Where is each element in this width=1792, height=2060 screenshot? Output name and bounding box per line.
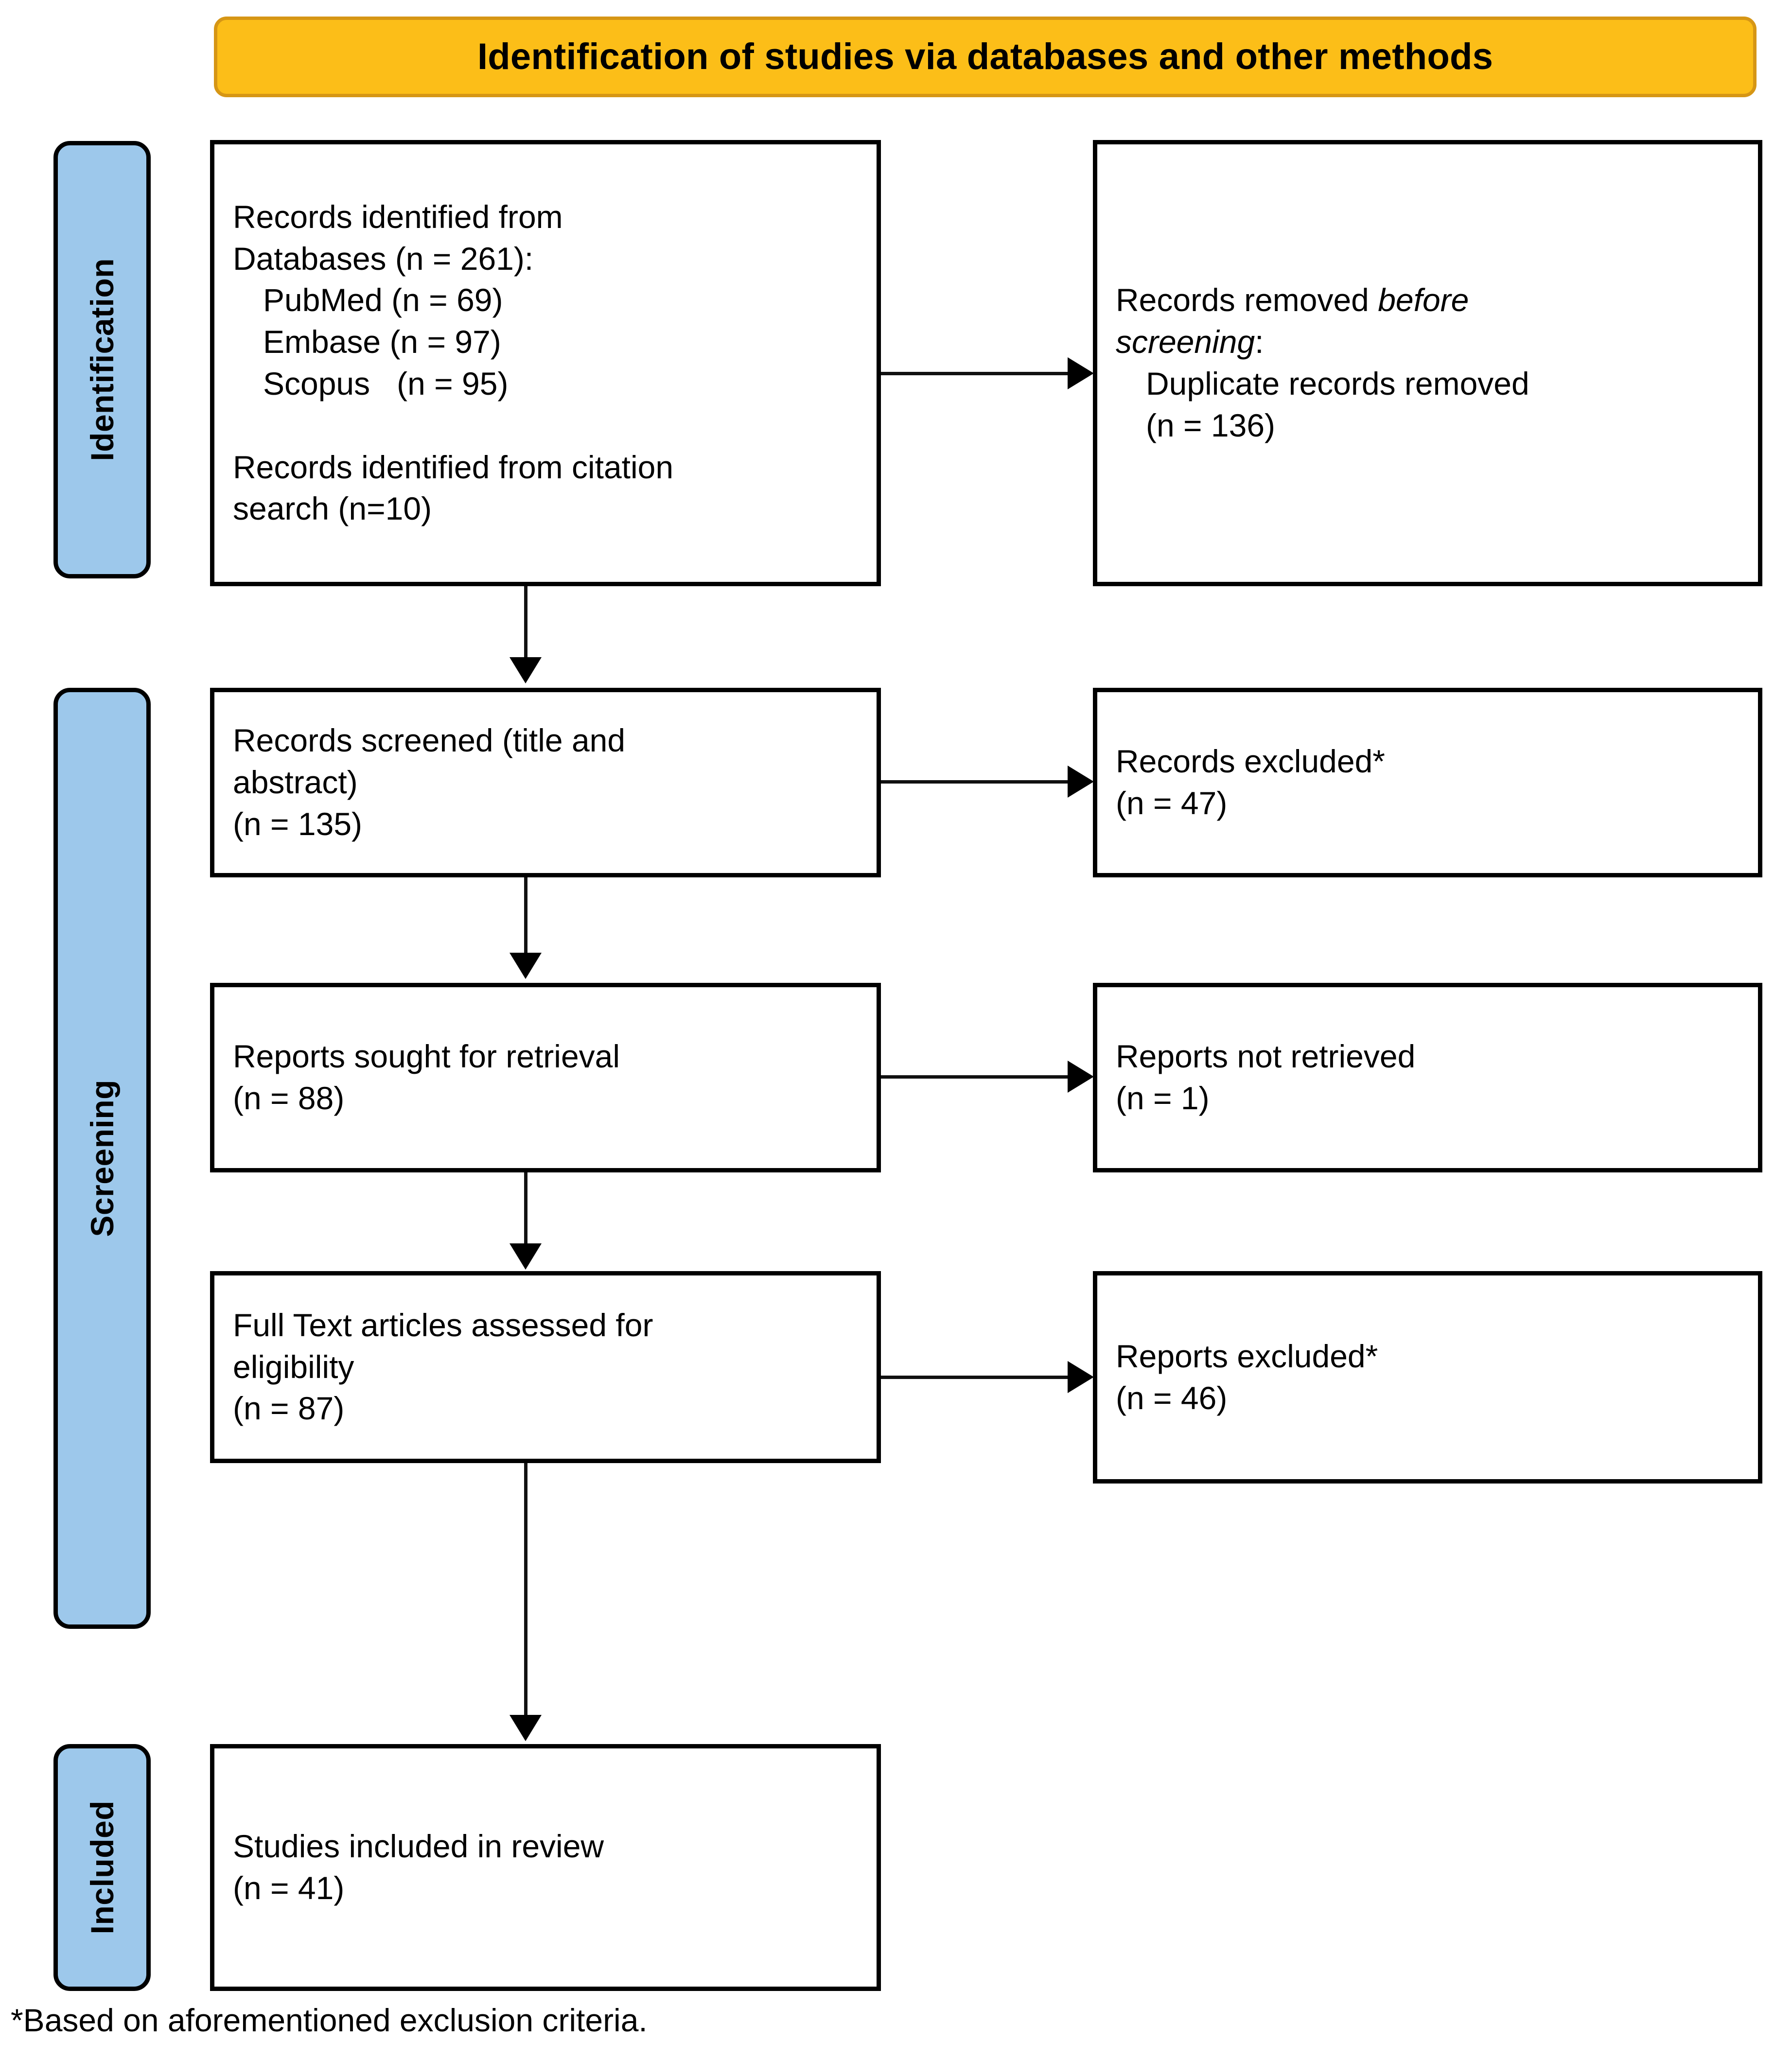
studies-included-line-1: Studies included in review [233, 1828, 604, 1865]
box-reports-excluded: Reports excluded* (n = 46) [1093, 1271, 1762, 1484]
connector-sought-to-fulltext [524, 1172, 527, 1245]
reports-sought-line-1: Reports sought for retrieval [233, 1038, 620, 1075]
box-records-identified: Records identified from Databases (n = 2… [210, 140, 881, 586]
records-identified-citation-line-1: Records identified from citation [233, 449, 674, 485]
stage-label-included: Included [84, 1800, 120, 1935]
records-identified-pubmed: PubMed (n = 69) [263, 282, 503, 318]
reports-not-retrieved-line-1: Reports not retrieved [1116, 1038, 1416, 1075]
box-reports-sought: Reports sought for retrieval (n = 88) [210, 983, 881, 1172]
records-identified-embase: Embase (n = 97) [263, 324, 501, 360]
records-screened-line-3: (n = 135) [233, 805, 362, 842]
records-removed-line-4: (n = 136) [1146, 407, 1275, 443]
reports-sought-line-2: (n = 88) [233, 1080, 345, 1116]
reports-not-retrieved-line-2: (n = 1) [1116, 1080, 1210, 1116]
arrowhead-fulltext-to-included [509, 1715, 542, 1741]
reports-excluded-line-1: Reports excluded* [1116, 1338, 1378, 1374]
box-records-removed: Records removed before screening: Duplic… [1093, 140, 1762, 586]
arrowhead-fulltext-to-reports-excluded [1068, 1361, 1094, 1393]
studies-included-line-2: (n = 41) [233, 1870, 345, 1906]
reports-excluded-line-2: (n = 46) [1116, 1379, 1228, 1416]
records-identified-line-1: Records identified from [233, 198, 563, 235]
records-removed-italic-before: before [1378, 282, 1469, 318]
records-identified-spacer [233, 405, 858, 447]
stage-bar-identification: Identification [53, 141, 151, 578]
stage-label-screening: Screening [84, 1080, 120, 1237]
connector-screened-to-sought [524, 877, 527, 954]
arrowhead-sought-to-fulltext [509, 1243, 542, 1270]
records-excluded-line-2: (n = 47) [1116, 785, 1228, 821]
footnote-exclusion-criteria: *Based on aforementioned exclusion crite… [11, 2002, 648, 2038]
fulltext-assessed-line-2: eligibility [233, 1348, 354, 1385]
stage-bar-included: Included [53, 1744, 151, 1991]
box-fulltext-assessed: Full Text articles assessed for eligibil… [210, 1271, 881, 1463]
connector-fulltext-to-reports-excluded [881, 1376, 1075, 1379]
records-identified-scopus: Scopus (n = 95) [263, 365, 509, 402]
arrowhead-screened-to-sought [509, 953, 542, 979]
connector-identified-to-screened [524, 586, 527, 659]
connector-identified-to-removed [881, 372, 1075, 375]
arrowhead-identified-to-screened [509, 657, 542, 683]
box-studies-included: Studies included in review (n = 41) [210, 1744, 881, 1991]
box-reports-not-retrieved: Reports not retrieved (n = 1) [1093, 983, 1762, 1172]
records-screened-line-2: abstract) [233, 764, 358, 801]
records-removed-line-1: Records removed before [1116, 279, 1739, 321]
records-excluded-line-1: Records excluded* [1116, 743, 1385, 780]
fulltext-assessed-line-1: Full Text articles assessed for [233, 1307, 653, 1343]
fulltext-assessed-line-3: (n = 87) [233, 1390, 345, 1427]
records-identified-line-2: Databases (n = 261): [233, 240, 534, 277]
records-removed-italic-screening: screening [1116, 324, 1255, 360]
connector-fulltext-to-included [524, 1463, 527, 1717]
connector-screened-to-excluded [881, 780, 1075, 784]
box-records-screened: Records screened (title and abstract) (n… [210, 688, 881, 877]
records-screened-line-1: Records screened (title and [233, 722, 626, 759]
box-records-excluded: Records excluded* (n = 47) [1093, 688, 1762, 877]
arrowhead-identified-to-removed [1068, 357, 1094, 389]
records-removed-line-2: screening: [1116, 321, 1739, 363]
diagram-title: Identification of studies via databases … [477, 36, 1493, 78]
records-removed-line-3: Duplicate records removed [1146, 366, 1529, 402]
stage-label-identification: Identification [84, 258, 120, 461]
arrowhead-sought-to-not-retrieved [1068, 1061, 1094, 1093]
stage-bar-screening: Screening [53, 688, 151, 1629]
connector-sought-to-not-retrieved [881, 1075, 1075, 1079]
diagram-title-banner: Identification of studies via databases … [214, 17, 1757, 97]
records-removed-colon: : [1255, 324, 1264, 360]
arrowhead-screened-to-excluded [1068, 766, 1094, 798]
records-removed-prefix: Records removed [1116, 282, 1378, 318]
records-identified-citation-line-2: search (n=10) [233, 490, 432, 527]
